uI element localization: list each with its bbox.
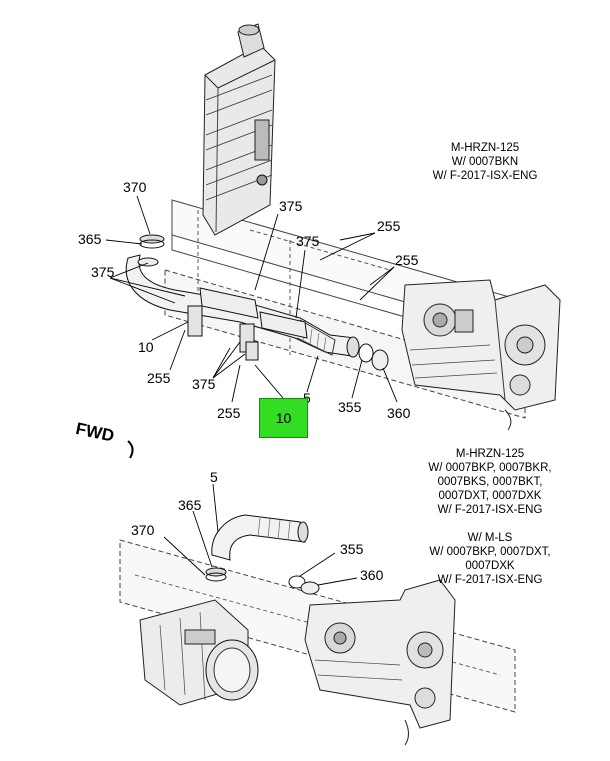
callout-360-bottom: 360 [360, 567, 384, 583]
leader-lines [105, 195, 398, 586]
callout-355-top: 355 [338, 399, 362, 415]
note-bottom-line: W/ F-2017-ISX-ENG [437, 574, 543, 586]
clamp-365-370-bottom [205, 567, 227, 582]
callout-375-lower: 375 [192, 376, 216, 392]
note-mid-line: M-HRZN-125 [455, 448, 525, 460]
note-top: M-HRZN-125 W/ 0007BKN W/ F-2017-ISX-ENG [420, 141, 550, 183]
highlighted-callout-label: 10 [275, 410, 292, 426]
callout-370-bottom: 370 [131, 522, 155, 538]
callout-255-bottom: 255 [217, 405, 241, 421]
callout-375-middle: 375 [296, 233, 320, 249]
callout-370-top: 370 [123, 179, 147, 195]
note-middle: M-HRZN-125 W/ 0007BKP, 0007BKR, 0007BKS,… [415, 447, 565, 517]
fwd-arrow [127, 440, 134, 459]
note-mid-line: W/ 0007BKP, 0007BKR, [428, 462, 552, 474]
callout-360-top: 360 [387, 405, 411, 421]
note-mid-line: W/ F-2017-ISX-ENG [437, 504, 543, 516]
callout-355-bottom: 355 [340, 541, 364, 557]
exhaust-pipe-bottom [211, 514, 309, 561]
callout-255-left: 255 [147, 370, 171, 386]
clamp-355-360-bottom [288, 575, 320, 595]
callout-255-top: 255 [377, 218, 401, 234]
callout-375-upper: 375 [279, 198, 303, 214]
clamp-365-370-top [137, 234, 165, 267]
note-bottom-line: W/ M-LS [467, 532, 513, 544]
note-bottom-line: W/ 0007BKP, 0007DXT, [429, 546, 551, 558]
brackets-top [187, 287, 308, 361]
note-top-line: W/ 0007BKN [451, 156, 519, 168]
note-mid-line: 0007DXT, 0007DXK [438, 490, 542, 502]
callout-365-top: 365 [78, 231, 102, 247]
callout-5-bottom: 5 [210, 469, 218, 485]
highlighted-callout-10[interactable]: 10 [259, 398, 308, 438]
callout-365-bottom: 365 [178, 497, 202, 513]
aftertreatment-canister-bottom [139, 599, 259, 706]
callout-375-left: 375 [91, 264, 115, 280]
engine-bottom [304, 579, 456, 746]
note-bottom-line: 0007DXK [465, 560, 515, 572]
note-top-line: M-HRZN-125 [450, 142, 520, 154]
engine-top [401, 279, 561, 431]
note-bottom: W/ M-LS W/ 0007BKP, 0007DXT, 0007DXK W/ … [415, 531, 565, 587]
note-mid-line: 0007BKS, 0007BKT, [437, 476, 543, 488]
aftertreatment-canister-top [202, 23, 276, 236]
callout-10-left: 10 [138, 339, 154, 355]
note-top-line: W/ F-2017-ISX-ENG [432, 170, 538, 182]
clamp-355-360-top [358, 343, 389, 371]
callout-255-right: 255 [395, 252, 419, 268]
